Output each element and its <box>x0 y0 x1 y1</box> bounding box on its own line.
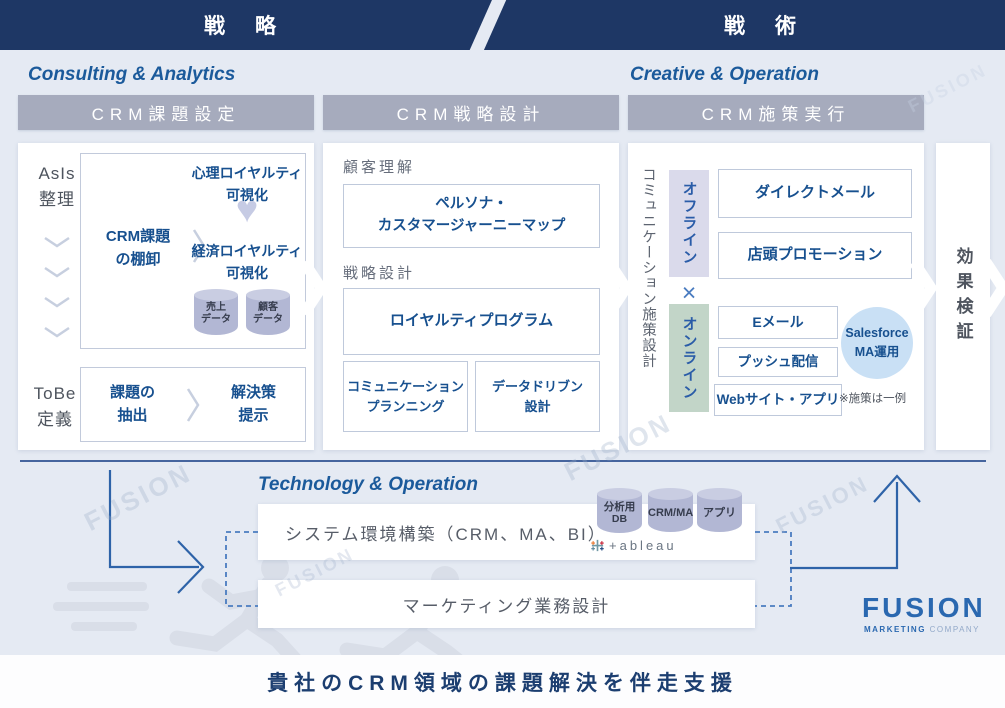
caption-strip: 貴社のCRM領域の課題解決を伴走支援 <box>0 655 1005 708</box>
flow-chevron-icon <box>605 258 633 318</box>
banner-tactics-label: 戦術 <box>724 15 826 38</box>
solution-label: 解決策 提示 <box>230 384 276 424</box>
up-arrow <box>790 474 921 570</box>
salesforce-ma-badge: Salesforce MA運用 <box>841 307 913 379</box>
sales-data-cylinder-icon: 売上 データ <box>194 289 238 335</box>
flow-chevron-icon <box>300 258 328 318</box>
asis-label: AsIs 整理 <box>38 164 76 210</box>
loyalty-program-box: ロイヤルティプログラム <box>343 288 600 355</box>
caption-text: 貴社のCRM領域の課題解決を伴走支援 <box>267 671 738 695</box>
banner: 戦略 戦術 <box>0 0 1005 64</box>
analytics-db-cylinder-icon: 分析用 DB <box>597 488 642 533</box>
chevron-down-icon <box>44 296 70 308</box>
left-dashed-bracket <box>225 531 258 607</box>
stage-bar-crm-execution: CRM施策実行 <box>628 95 924 130</box>
issue-extraction-label: 課題の 抽出 <box>109 384 155 424</box>
web-app-box: Webサイト・アプリ <box>714 384 842 416</box>
data-driven-design-box: データドリブン 設計 <box>475 361 600 432</box>
fusion-logo: FUSION MARKETING COMPANY <box>862 592 986 634</box>
stage-bar-crm-issue: CRM課題設定 <box>18 95 314 130</box>
down-right-arrow <box>108 470 205 594</box>
chevron-right-icon <box>192 229 206 263</box>
card-crm-execution: コミュニケーション施策設計 オフライン × オンライン ダイレクトメール 店頭プ… <box>628 143 924 450</box>
fusion-logo-name: FUSION <box>862 592 986 623</box>
chevron-down-icon <box>44 326 70 338</box>
store-promotion-box: 店頭プロモーション <box>718 232 912 279</box>
chevron-down-icon <box>44 266 70 278</box>
flow-chevron-icon <box>910 258 938 318</box>
fusion-watermark: FUSION <box>904 59 991 117</box>
technology-operation-header: Technology & Operation <box>258 474 478 495</box>
direct-mail-box: ダイレクトメール <box>718 169 912 218</box>
creative-operation-header: Creative & Operation <box>630 64 819 85</box>
psych-loyalty-label: 心理ロイヤルティ 可視化 <box>191 165 303 203</box>
consulting-analytics-header: Consulting & Analytics <box>28 64 236 85</box>
banner-strategy-label: 戦略 <box>204 15 306 38</box>
marketing-design-label: マーケティング業務設計 <box>402 596 611 616</box>
chevron-down-icon <box>44 236 70 248</box>
customer-data-cylinder-icon: 顧客 データ <box>246 289 290 335</box>
flow-chevron-icon <box>982 258 1005 318</box>
heart-icon: ♥ <box>235 189 259 231</box>
online-tag: オンライン <box>669 304 709 412</box>
tableau-wordmark: +ableau <box>609 538 677 553</box>
customer-understanding-label: 顧客理解 <box>343 159 416 176</box>
fusion-logo-sub-light: COMPANY <box>929 625 981 634</box>
fusion-logo-sub-bold: MARKETING <box>863 625 926 634</box>
card-crm-strategy: 顧客理解 ペルソナ・ カスタマージャーニーマップ 戦略設計 ロイヤルティプログラ… <box>323 143 619 450</box>
communication-measures-label: コミュニケーション施策設計 <box>640 167 656 369</box>
offline-tag: オフライン <box>669 170 709 277</box>
card-crm-issue: AsIs 整理 CRM課題 の棚卸 心理ロイヤルティ 可視化 ♥ 経済ロイヤルテ… <box>18 143 314 450</box>
strategy-design-label: 戦略設計 <box>343 265 416 282</box>
tobe-label: ToBe 定義 <box>33 384 77 430</box>
tableau-icon <box>591 539 604 552</box>
effect-check-label: 効果検証 <box>953 246 973 347</box>
app-cylinder-icon: アプリ <box>697 488 742 532</box>
econ-loyalty-label: 経済ロイヤルティ 可視化 <box>191 243 303 281</box>
tobe-box: 課題の 抽出 解決策 提示 <box>80 367 306 442</box>
stage-bar-crm-strategy: CRM戦略設計 <box>323 95 619 130</box>
push-delivery-box: プッシュ配信 <box>718 347 838 377</box>
communication-planning-box: コミュニケーション プランニング <box>343 361 468 432</box>
example-note: ※施策は一例 <box>839 393 907 405</box>
persona-journey-box: ペルソナ・ カスタマージャーニーマップ <box>343 184 600 248</box>
system-environment-label: システム環境構築（CRM、MA、BI） <box>285 524 607 544</box>
effect-check-box: 効果検証 <box>936 143 990 450</box>
section-divider <box>20 460 986 462</box>
email-box: Eメール <box>718 306 838 339</box>
crm-ma-cylinder-icon: CRM/MA <box>648 488 693 532</box>
marketing-design-bar: マーケティング業務設計 <box>258 580 755 628</box>
chevron-right-icon <box>186 387 200 422</box>
cross-icon: × <box>681 279 697 307</box>
tableau-logo: +ableau <box>590 538 677 553</box>
crm-inventory-label: CRM課題 の棚卸 <box>105 228 171 269</box>
